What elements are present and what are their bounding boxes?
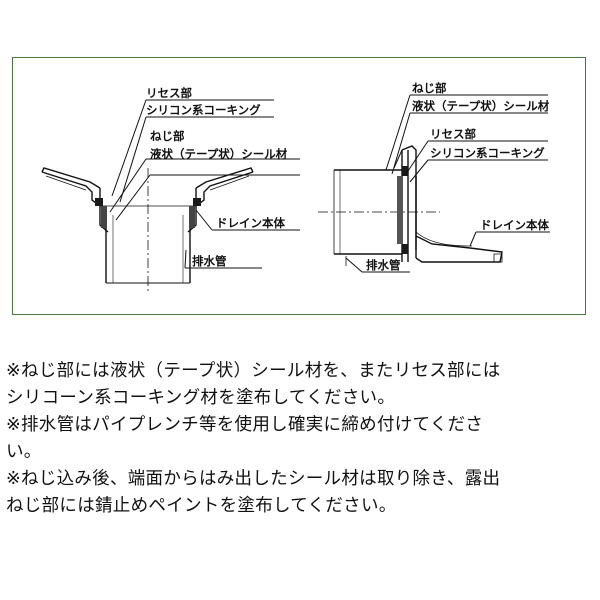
note-line-4: い。 xyxy=(6,442,42,462)
left-label-liquid-seal: 液状（テープ状）シール材 xyxy=(150,147,288,161)
left-label-drain-pipe: 排水管 xyxy=(192,254,227,268)
vertical-drain-illustration xyxy=(41,167,254,292)
right-label-liquid-seal: 液状（テープ状）シール材 xyxy=(412,99,550,113)
left-label-drain-body: ドレイン本体 xyxy=(216,216,285,230)
right-label-recess: リセス部 xyxy=(430,127,476,141)
left-seal-blocks xyxy=(95,198,201,228)
diagram-frame xyxy=(12,57,586,315)
note-line-1: ※ねじ部には液状（テープ状）シール材を、またリセス部には xyxy=(6,361,501,381)
right-label-silicone: シリコン系コーキング xyxy=(430,146,545,160)
left-label-thread: ねじ部 xyxy=(150,129,185,143)
drain-installation-diagram: リセス部 シリコン系コーキング ねじ部 液状（テープ状）シール材 ドレイン本体 … xyxy=(41,81,550,292)
right-label-drain-pipe: 排水管 xyxy=(366,258,401,272)
left-leader-lines xyxy=(109,99,300,269)
left-label-recess: リセス部 xyxy=(146,86,192,100)
note-line-3: ※排水管はパイプレンチ等を使用し確実に締め付けてくださ xyxy=(6,415,484,435)
right-leader-lines xyxy=(345,94,550,273)
note-line-6: ねじ部には錆止めペイントを塗布してください。 xyxy=(6,496,397,516)
horizontal-drain-illustration xyxy=(318,145,503,266)
note-line-5: ※ねじ込み後、端面からはみ出したシール材は取り除き、露出 xyxy=(6,469,501,489)
note-line-2: シリコーン系コーキング材を塗布してください。 xyxy=(6,388,396,408)
right-seal-blocks xyxy=(397,166,408,254)
installation-notes: ※ねじ部には液状（テープ状）シール材を、またリセス部には シリコーン系コーキング… xyxy=(6,358,596,520)
right-label-drain-body: ドレイン本体 xyxy=(480,218,549,232)
right-label-thread: ねじ部 xyxy=(412,81,447,95)
left-label-silicone: シリコン系コーキング xyxy=(146,103,261,117)
